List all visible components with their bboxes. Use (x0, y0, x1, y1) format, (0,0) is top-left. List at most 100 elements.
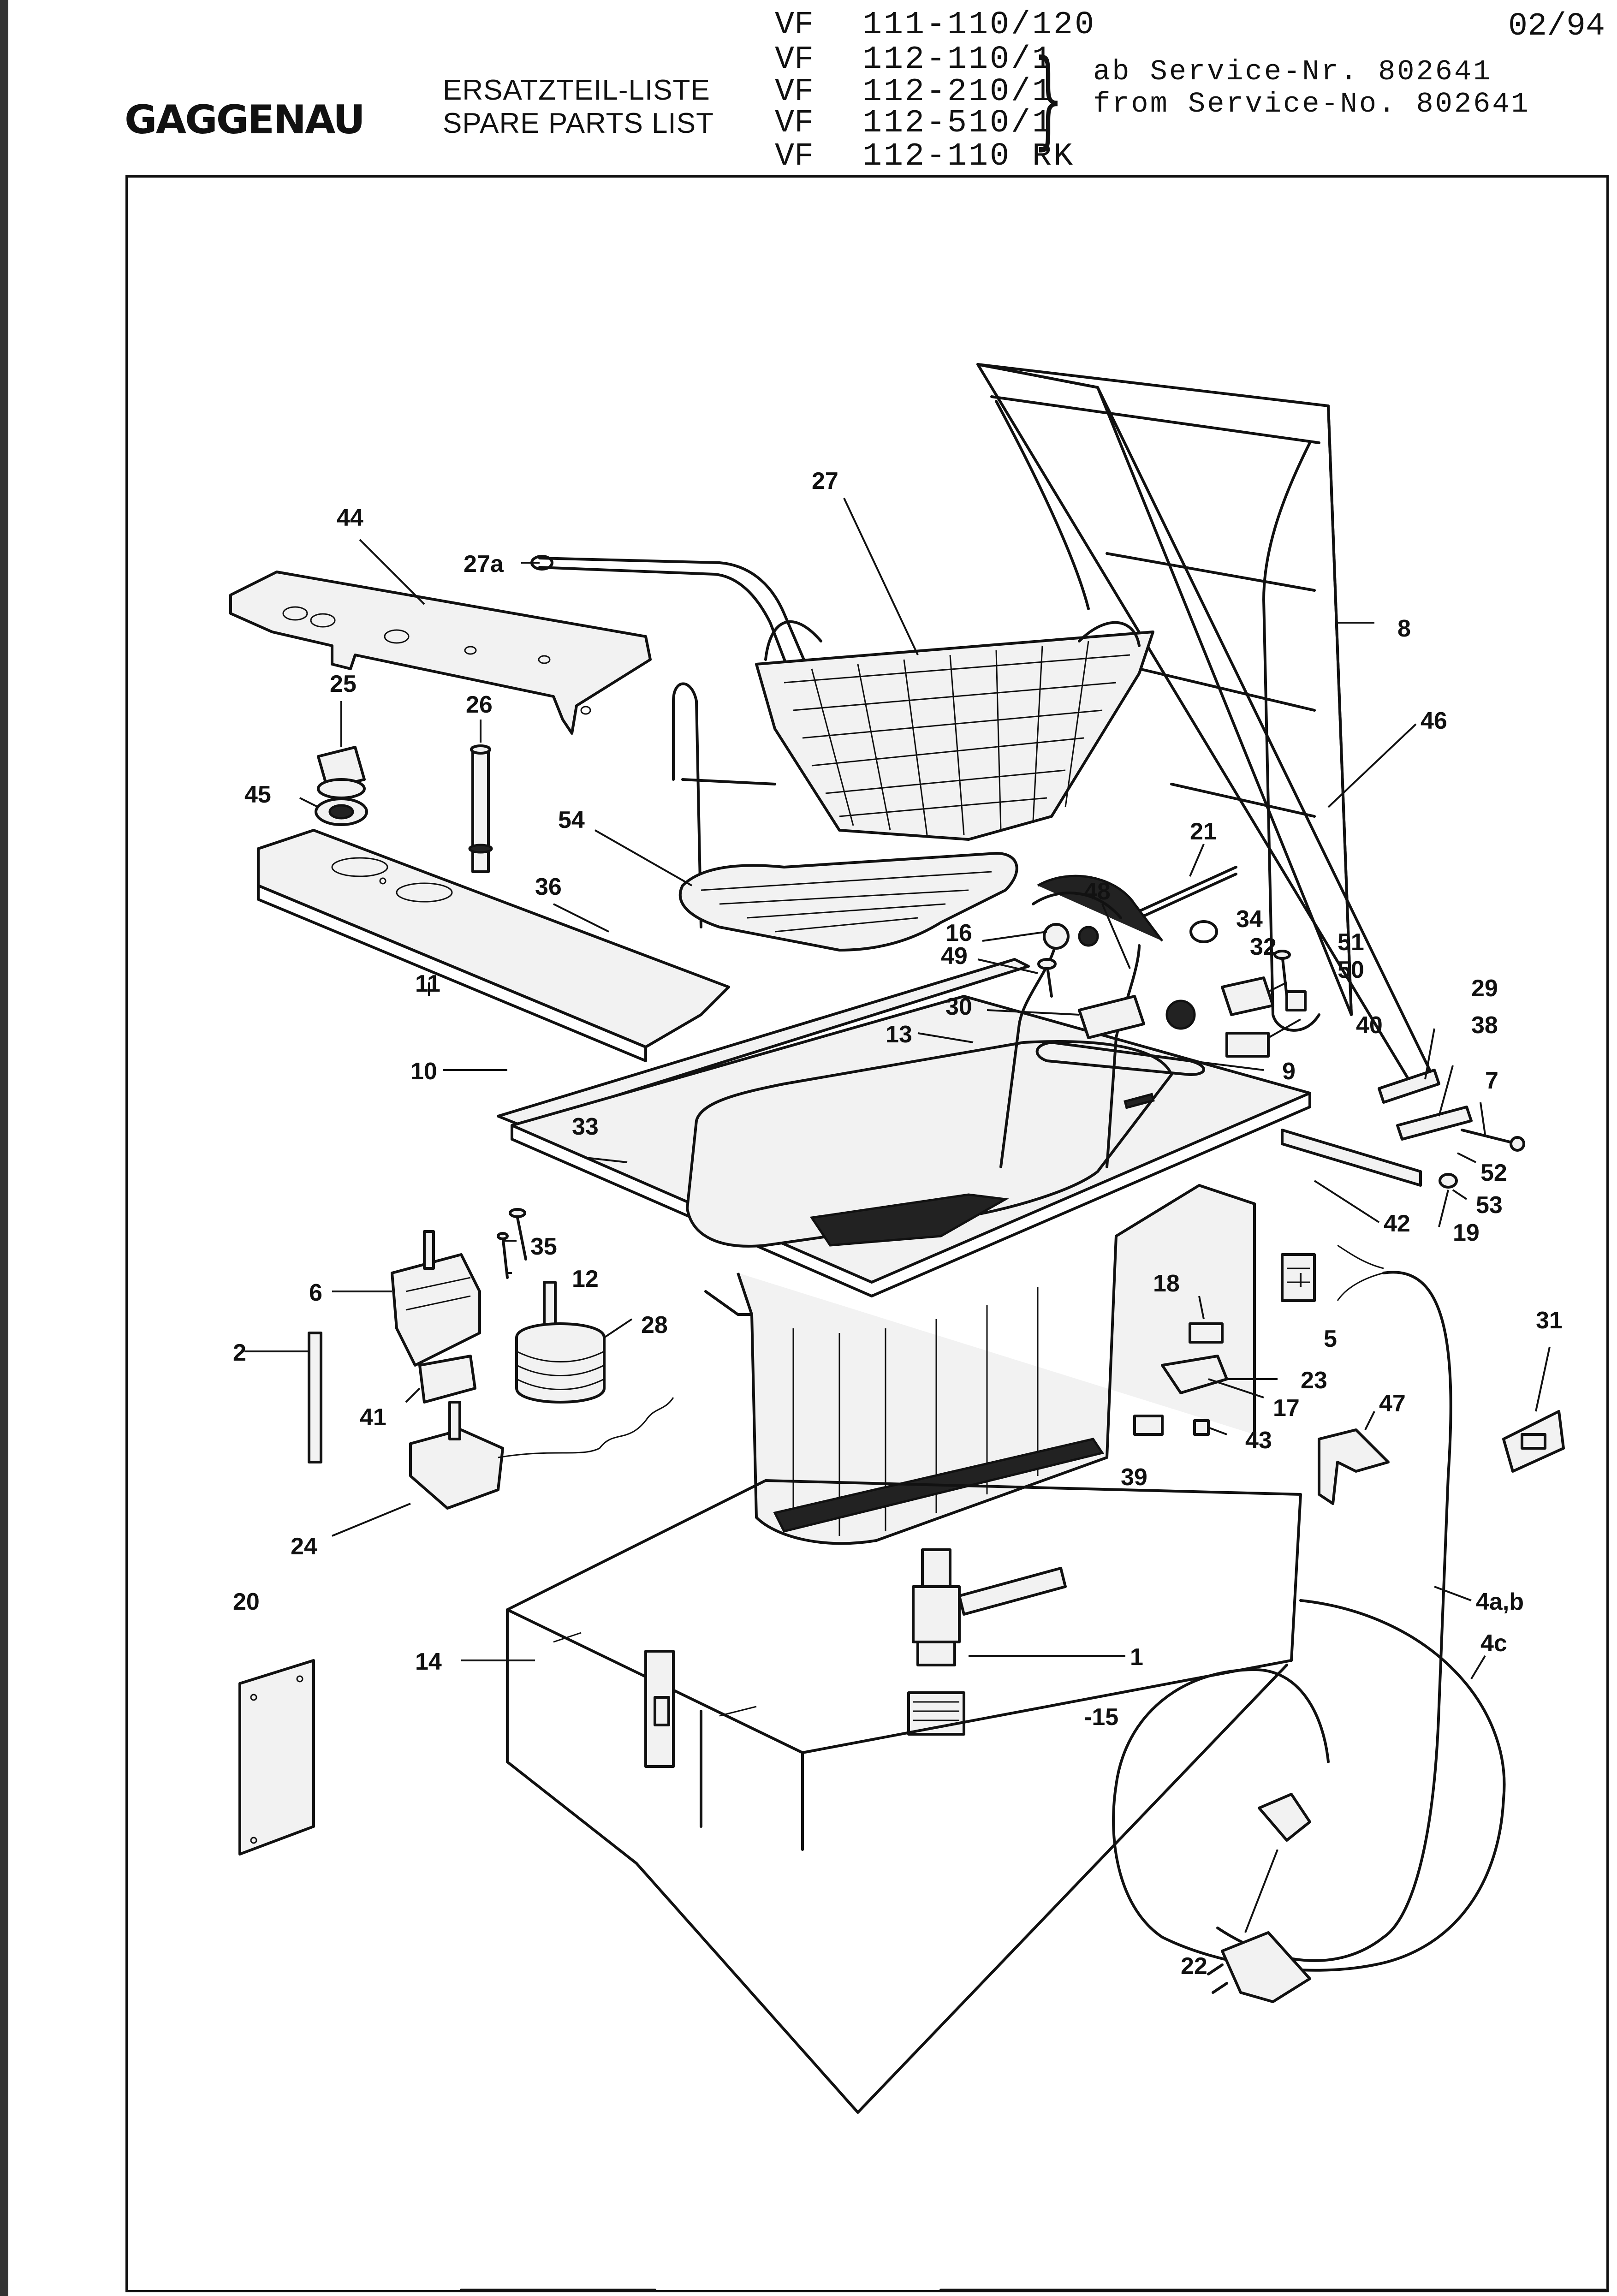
plug-part-22 (1207, 1793, 1311, 2003)
basket-tray-part-54 (678, 852, 1018, 952)
callout-42: 42 (1384, 1210, 1410, 1237)
bracket-part-42 (1281, 1129, 1422, 1187)
basket-hanger-part-27-wire (672, 682, 776, 928)
diagram-frame (125, 175, 1609, 2292)
page-header: GAGGENAU ERSATZTEIL-LISTE SPARE PARTS LI… (0, 0, 1617, 175)
bolt-part-51 (1273, 950, 1291, 998)
callout-47: 47 (1379, 1390, 1406, 1417)
callout-23: 23 (1301, 1367, 1327, 1394)
clamp-part-30 (1078, 995, 1196, 1039)
callout-38: 38 (1471, 1012, 1498, 1039)
model-prefix: VF (775, 105, 814, 142)
callout-19: 19 (1453, 1219, 1480, 1246)
callout-4ab: 4a,b (1476, 1588, 1524, 1615)
screw-part-49 (1037, 958, 1057, 998)
callout-54: 54 (558, 807, 585, 833)
callout-8: 8 (1397, 615, 1411, 642)
callout-4c: 4c (1480, 1630, 1507, 1657)
callout-36: 36 (535, 874, 562, 900)
control-panel-part-11 (257, 829, 730, 1062)
callout-27a: 27a (464, 551, 504, 577)
callout-25: 25 (330, 671, 357, 697)
sensor-rod-part-26 (468, 744, 493, 873)
model-prefix: VF (775, 74, 814, 110)
callout-33: 33 (572, 1113, 599, 1140)
mounting-bracket-part-44 (229, 571, 652, 735)
screw-part-35 (509, 1208, 527, 1261)
callout-39: 39 (1121, 1464, 1147, 1491)
callout-24: 24 (291, 1533, 317, 1560)
thermostat-part-6 (391, 1230, 481, 1367)
callout-51: 51 (1338, 929, 1364, 956)
callout-46: 46 (1421, 708, 1447, 734)
model-prefix: VF (775, 42, 814, 78)
switch-part-41 (418, 1355, 476, 1404)
connector-part-16 (1043, 923, 1099, 950)
pin-part-12 (497, 1232, 509, 1279)
switch-part-32 (1221, 976, 1274, 1016)
callout-27: 27 (812, 468, 838, 494)
callout-10: 10 (410, 1058, 437, 1085)
cabinet-housing-part-14 (506, 1479, 1302, 2114)
title-english: SPARE PARTS LIST (443, 107, 714, 139)
model-number: 112-210/1 (862, 74, 1054, 110)
callout-41: 41 (360, 1404, 386, 1431)
power-cable-part-4ab (1216, 1244, 1452, 1962)
callout-14: 14 (415, 1648, 442, 1675)
service-number-german: ab Service-Nr. 802641 (1093, 55, 1492, 88)
callout-22: 22 (1181, 1953, 1207, 1980)
clip-part-39 (1133, 1415, 1164, 1436)
drain-tap-part-1 (907, 1548, 1067, 1736)
callout-32: 32 (1250, 934, 1277, 960)
callout-53: 53 (1476, 1192, 1503, 1219)
terminal-block-part-5 (1281, 1253, 1316, 1302)
callout-29: 29 (1471, 975, 1498, 1002)
callout-labels: 44 27a 27 8 46 25 26 45 54 36 11 10 13 1… (233, 468, 1563, 1980)
hinge-part-29 (1378, 1069, 1440, 1104)
callout-9: 9 (1282, 1058, 1296, 1085)
callout-48: 48 (1084, 878, 1111, 905)
callout-5: 5 (1324, 1326, 1337, 1352)
power-cable-part-4c (1112, 1599, 1506, 1972)
callout-43: 43 (1245, 1427, 1272, 1454)
thermostat-part-24 (409, 1397, 674, 1510)
callout-40: 40 (1356, 1012, 1383, 1039)
bolt-part-7 (1461, 1129, 1525, 1152)
title-german: ERSATZTEIL-LISTE (443, 74, 710, 106)
model-number: 112-510/1 (862, 105, 1054, 142)
callout-21: 21 (1190, 818, 1217, 845)
brand-logo: GAGGENAU (125, 97, 365, 143)
callout-18: 18 (1153, 1270, 1180, 1297)
frying-basket-part-27 (530, 555, 1154, 841)
callout-20: 20 (233, 1588, 260, 1615)
model-prefix: VF (775, 138, 814, 175)
callout-13: 13 (886, 1021, 912, 1048)
screw-part-43 (1193, 1419, 1210, 1436)
callout-7: 7 (1485, 1067, 1498, 1094)
lid-frame-part-8 (976, 363, 1431, 1085)
callout-50: 50 (1338, 957, 1364, 983)
callout-11: 11 (415, 970, 440, 997)
callout-45: 45 (244, 781, 271, 808)
callout-26: 26 (466, 691, 493, 718)
cover-part-31 (1502, 1410, 1565, 1473)
plate-part-20 (238, 1659, 315, 1856)
callout-12: 12 (572, 1266, 599, 1292)
trim-strip-part-10 (497, 958, 1030, 1127)
control-knob-part-25 (317, 746, 366, 799)
callout-16: 16 (945, 920, 972, 946)
revision-date: 02/94 (1508, 8, 1605, 45)
callout-28: 28 (641, 1312, 668, 1338)
tube-part-21 (1133, 866, 1237, 922)
model-group-brace: } (1033, 37, 1064, 161)
callout-2: 2 (233, 1339, 246, 1366)
callout-44: 44 (337, 505, 363, 531)
leader-lines (244, 498, 1551, 1933)
page-binding-edge (0, 0, 8, 2296)
bracket-part-47 (1318, 1428, 1390, 1505)
callout-31: 31 (1536, 1307, 1563, 1334)
rod-part-2 (308, 1332, 322, 1463)
callout-15: -15 (1084, 1704, 1118, 1731)
clip-part-18 (1189, 1322, 1224, 1344)
